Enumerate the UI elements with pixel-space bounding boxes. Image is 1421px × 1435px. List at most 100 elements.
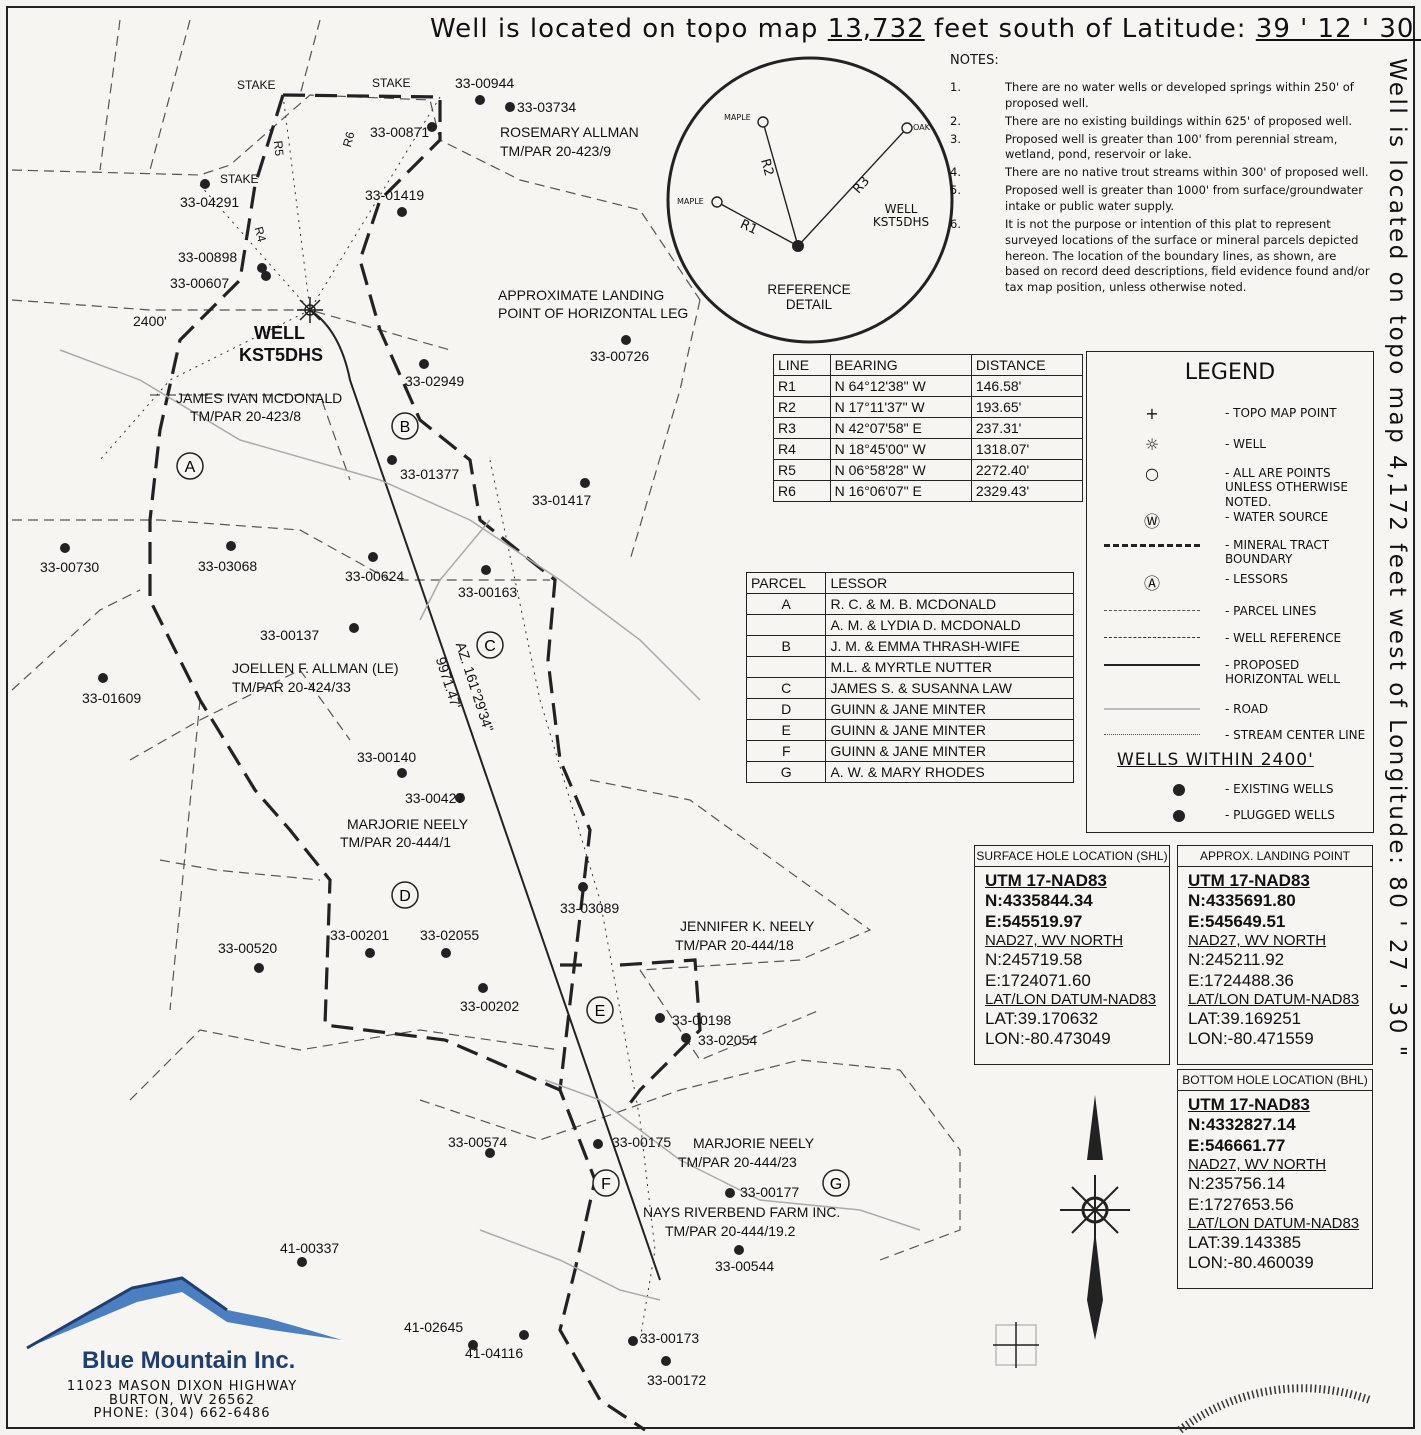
map-well-label: WELL — [254, 323, 305, 343]
legend-existing: - EXISTING WELLS — [1225, 782, 1334, 796]
table-cell: 1318.07' — [970, 438, 1084, 460]
legend-symbol: ☼ — [1144, 435, 1160, 454]
table-cell: N 16°06'07" E — [829, 480, 972, 502]
landing-e27: E:1724488.36 — [1188, 970, 1294, 990]
parcel-letter: E — [595, 1003, 606, 1020]
legend-label: - WELL REFERENCE — [1225, 631, 1342, 645]
existing-well-dot — [661, 1356, 671, 1366]
roads — [59, 349, 921, 1301]
existing-well-dot — [365, 948, 375, 958]
parcel-letter: B — [400, 419, 411, 436]
well-id-label: 41-00337 — [280, 1240, 339, 1256]
ref-line-r5: R5 — [271, 140, 287, 157]
existing-well-icon — [1173, 784, 1185, 796]
legend-line-sample — [1104, 637, 1200, 638]
legend-symbol: Ⓦ — [1143, 512, 1160, 531]
note-text: There are no existing buildings within 6… — [1005, 113, 1353, 128]
legend-label: - WELL — [1225, 437, 1266, 451]
landing-utm: UTM 17-NAD83 — [1188, 871, 1310, 890]
legend-line-sample — [1104, 544, 1200, 547]
owner-rosemary-tm: TM/PAR 20-423/9 — [500, 143, 612, 159]
lessor-row: M.L. & MYRTLE NUTTER — [745, 656, 1074, 678]
feet-south: 13,732 — [827, 14, 925, 44]
shl-lat: LAT:39.170632 — [985, 1008, 1099, 1028]
well-symbol — [297, 297, 323, 323]
existing-well-dot — [349, 623, 359, 633]
parcel-letter: C — [484, 638, 496, 655]
existing-well-dot — [419, 359, 429, 369]
topo-map-point — [993, 1322, 1039, 1368]
latitude-value: 39 ' 12 ' 30 " — [1255, 14, 1421, 44]
landing-label: APPROXIMATE LANDING — [498, 287, 665, 303]
legend-label: - TOPO MAP POINT — [1225, 406, 1337, 420]
well-id-label: 33-00201 — [330, 927, 389, 943]
parcel-circle — [476, 631, 504, 659]
mineral-tract-boundary — [148, 93, 702, 1432]
plugged-well-icon — [1173, 810, 1185, 822]
existing-well-dot — [427, 122, 437, 132]
legend-symbol: Ⓐ — [1143, 574, 1160, 593]
note-item: 4.There are no native trout streams with… — [950, 165, 1370, 181]
well-labels: 33-0094433-0373433-0087133-0141933-04291… — [40, 75, 799, 1388]
note-text: There are no native trout streams within… — [1005, 165, 1369, 180]
owner-james: JAMES IVAN MCDONALD — [176, 390, 343, 406]
well-markers — [60, 95, 744, 1366]
well-id-label: 33-00172 — [647, 1372, 706, 1388]
azimuth-label: AZ. 161°29'34" — [452, 640, 497, 734]
existing-well-dot — [505, 102, 515, 112]
note-number: 3. — [950, 131, 961, 146]
bhl-n: N:4332827.14 — [1188, 1115, 1296, 1135]
existing-well-dot — [200, 179, 210, 189]
latitude-header: Well is located on topo map 13,732 feet … — [430, 14, 1421, 44]
landing-lon: LON:-80.471559 — [1188, 1029, 1314, 1049]
shl-nad27: NAD27, WV NORTH — [985, 932, 1124, 950]
well-id-label: 33-00202 — [460, 998, 519, 1014]
legend-label: - WATER SOURCE — [1225, 510, 1329, 524]
legend-plugged: - PLUGGED WELLS — [1225, 808, 1335, 822]
landing-box: APPROX. LANDING POINT UTM 17-NAD83 N:433… — [1177, 845, 1373, 1065]
existing-well-dot — [254, 963, 264, 973]
legend-symbol — [1087, 602, 1217, 611]
well-id-label: 33-02055 — [420, 927, 479, 943]
parcel-letter: A — [185, 459, 196, 476]
legend-label: - ROAD — [1225, 702, 1269, 716]
well-id-label: 33-00726 — [590, 348, 649, 364]
parcel-circle — [592, 1169, 620, 1197]
well-id-label: 33-01609 — [82, 690, 141, 706]
company-name: Blue Mountain Inc. — [82, 1347, 296, 1374]
reference-detail — [666, 56, 954, 344]
legend-label: - PARCEL LINES — [1225, 604, 1317, 618]
legend-line-sample — [1104, 664, 1200, 666]
bhl-datum: LAT/LON DATUM-NAD83 — [1188, 1214, 1360, 1232]
landing-lat: LAT:39.169251 — [1188, 1008, 1302, 1028]
existing-well-dot — [578, 882, 588, 892]
company-address: 11023 MASON DIXON HIGHWAY BURTON, WV 265… — [22, 1380, 342, 1421]
lessor-row: A. M. & LYDIA D. MCDONALD — [745, 614, 1074, 636]
bhl-e: E:546661.77 — [1188, 1135, 1286, 1155]
well-id-label: 33-00898 — [178, 249, 237, 265]
distance-2400-label: 2400' — [133, 313, 167, 329]
legend-symbol — [1087, 700, 1217, 710]
well-id-label: 33-00607 — [170, 275, 229, 291]
well-id-label: 41-02645 — [404, 1319, 463, 1335]
table-header: PARCEL — [745, 572, 827, 594]
proposed-horizontal-well — [309, 309, 661, 1281]
address-line-1: 11023 MASON DIXON HIGHWAY — [66, 1379, 298, 1394]
existing-well-dot — [297, 1257, 307, 1267]
existing-well-dot — [485, 1148, 495, 1158]
note-text: It is not the purpose or intention of th… — [1005, 216, 1370, 295]
well-id-label: 33-01419 — [365, 187, 424, 203]
landing-n27: N:245211.92 — [1188, 950, 1285, 970]
seal-edge — [1177, 1384, 1372, 1434]
address-line-2: BURTON, WV 26562 — [109, 1392, 255, 1408]
legend-symbol: + — [1145, 404, 1159, 423]
well-id-label: 33-00198 — [672, 1012, 731, 1028]
existing-well-dot — [593, 1139, 603, 1149]
parcel-circle — [586, 996, 614, 1024]
note-item: 1.There are no water wells or developed … — [950, 80, 1370, 112]
